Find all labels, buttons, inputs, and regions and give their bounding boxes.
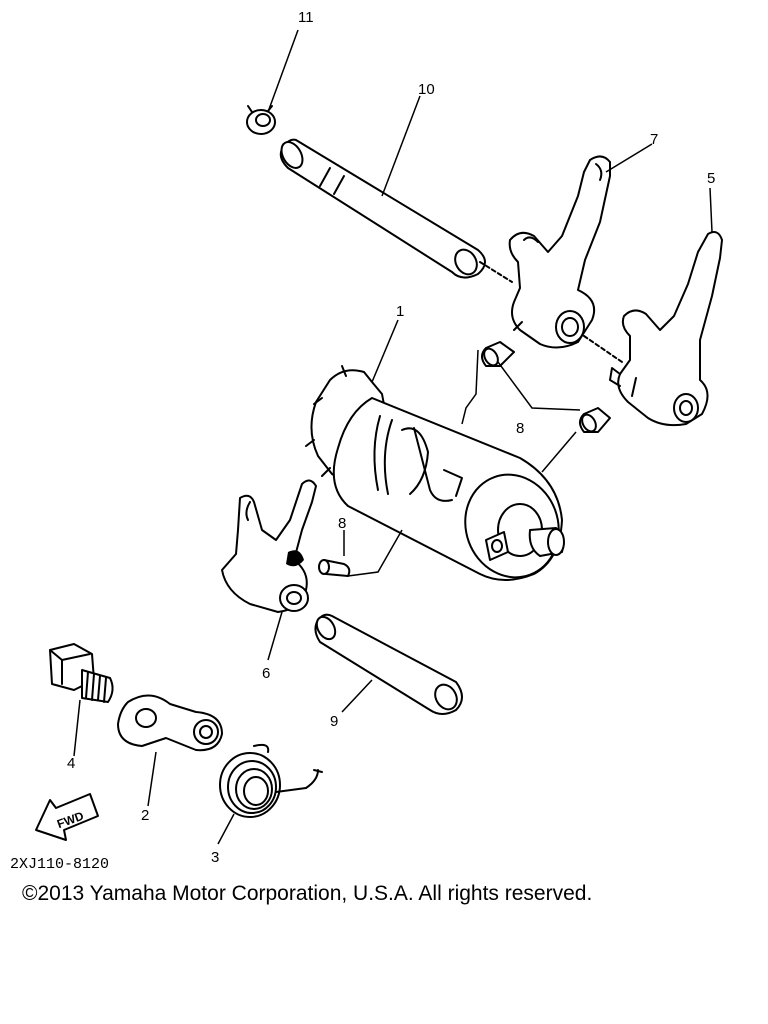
callout-7: 7 xyxy=(650,131,658,148)
callout-labels: 11 10 7 5 1 8 8 6 9 4 2 3 xyxy=(67,9,715,866)
part-8-pin-left xyxy=(318,559,351,577)
part-5-shift-fork xyxy=(609,231,723,427)
part-1-shift-drum xyxy=(305,365,565,581)
callout-1: 1 xyxy=(396,303,404,320)
shift-cam-exploded-diagram: FWD 11 10 7 5 1 8 8 6 9 4 2 3 2XJ110-812… xyxy=(10,9,723,873)
callout-5: 5 xyxy=(707,170,715,187)
callout-8-lower: 8 xyxy=(338,515,346,532)
part-10-shaft xyxy=(279,138,513,283)
part-8-pin-upper xyxy=(481,341,515,367)
part-8-pin-lower-right xyxy=(579,407,611,433)
part-4-bolt xyxy=(49,643,114,703)
callout-11: 11 xyxy=(298,9,314,26)
part-3-torsion-spring xyxy=(219,743,323,818)
callout-10: 10 xyxy=(418,81,435,98)
callout-9: 9 xyxy=(330,713,338,730)
part-7-shift-fork xyxy=(508,155,611,349)
part-2-stopper-lever xyxy=(117,694,223,752)
part-6-shift-fork xyxy=(221,479,317,613)
leader-lines xyxy=(73,29,713,845)
callout-6: 6 xyxy=(262,665,270,682)
part-11-circlip xyxy=(246,105,276,135)
copyright-notice: ©2013 Yamaha Motor Corporation, U.S.A. A… xyxy=(22,882,593,905)
callout-8-upper: 8 xyxy=(516,420,524,437)
part-9-shaft xyxy=(314,613,463,715)
callout-3: 3 xyxy=(211,849,219,866)
callout-2: 2 xyxy=(141,807,149,824)
fwd-arrow-icon: FWD xyxy=(35,793,99,841)
part-code: 2XJ110-8120 xyxy=(10,856,109,873)
callout-4: 4 xyxy=(67,755,75,772)
